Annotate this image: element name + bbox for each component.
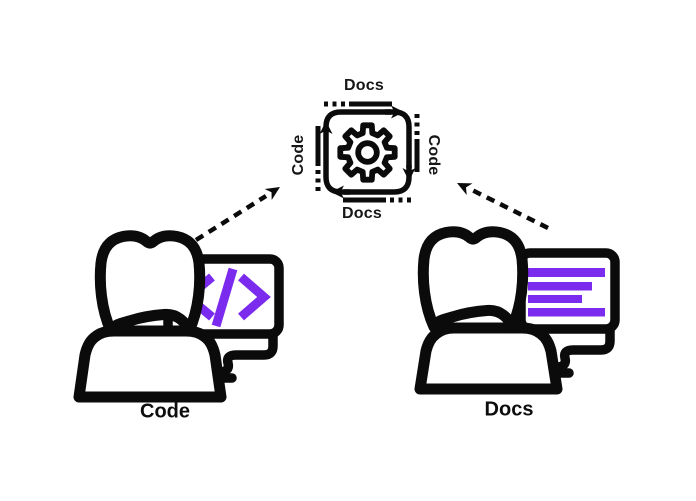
cycle-bottom-label: Docs <box>342 205 382 222</box>
arrowhead-icon <box>264 187 280 200</box>
arrowhead-icon <box>457 183 473 195</box>
right-dashed-arrow <box>457 183 550 231</box>
gear-icon <box>337 122 398 183</box>
left-dashed-arrow <box>194 187 280 242</box>
docs-writer-figure <box>414 226 620 395</box>
cycle-arrows <box>315 101 420 203</box>
cycle-right-label: Code <box>425 134 442 176</box>
person-icon <box>73 230 227 403</box>
docs-actor-label: Docs <box>484 398 534 421</box>
code-actor-label: Code <box>140 400 190 423</box>
cycle-top-label: Docs <box>344 77 384 94</box>
person-icon <box>414 226 563 395</box>
code-developer-figure <box>73 230 284 403</box>
cycle-left-label: Code <box>290 134 307 176</box>
document-lines-icon <box>528 268 605 317</box>
arrowhead-icon <box>319 121 333 134</box>
